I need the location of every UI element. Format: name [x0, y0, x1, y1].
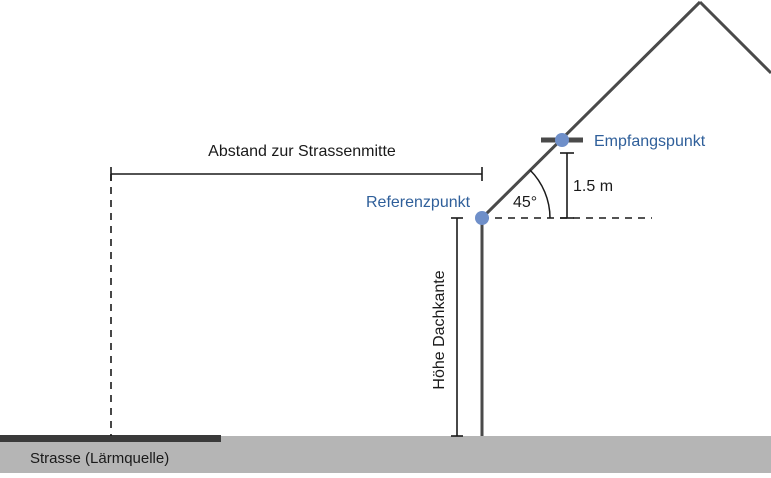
angle-arc — [529, 169, 551, 219]
roof-left-slope — [480, 0, 702, 220]
street-bar — [0, 435, 221, 442]
roof-right-slope — [698, 0, 771, 75]
eave-height-label: Höhe Dachkante — [431, 270, 448, 389]
street-label: Strasse (Lärmquelle) — [30, 450, 169, 467]
distance-label: Abstand zur Strassenmitte — [208, 143, 396, 160]
receiver-label: Empfangspunkt — [594, 133, 706, 150]
offset-label: 1.5 m — [573, 178, 613, 195]
ground — [0, 436, 771, 473]
reference-label: Referenzpunkt — [366, 194, 471, 211]
receiver-point — [555, 133, 569, 147]
angle-label: 45° — [513, 194, 537, 211]
reference-point — [475, 211, 489, 225]
